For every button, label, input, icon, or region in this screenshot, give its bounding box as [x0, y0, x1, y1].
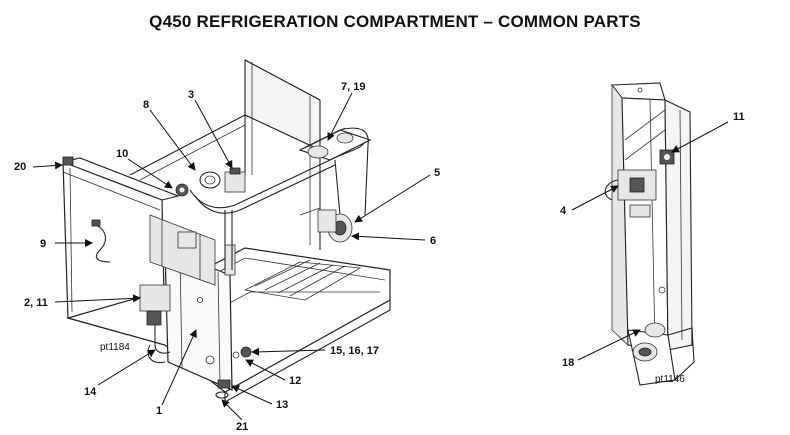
callout-12: 12: [289, 375, 301, 387]
callout-20: 20: [14, 161, 26, 173]
page-title: Q450 REFRIGERATION COMPARTMENT – COMMON …: [149, 12, 641, 31]
callout-leaders: [32, 92, 729, 421]
callout-5: 5: [434, 167, 440, 179]
callout-4: 4: [560, 205, 567, 217]
figure-ref-right: pt1146: [655, 374, 685, 385]
drip-grate: [244, 259, 362, 301]
callout-13: 13: [276, 399, 288, 411]
callout-18: 18: [562, 357, 574, 369]
callout-6: 6: [430, 235, 436, 247]
callout-8: 8: [143, 99, 149, 111]
callout-11-right: 11: [733, 111, 745, 123]
callout-14: 14: [84, 386, 97, 398]
callout-15-16-17: 15, 16, 17: [330, 345, 379, 357]
figure-ref-left: pt1184: [100, 342, 130, 353]
callout-1: 1: [156, 405, 162, 417]
callout-10: 10: [116, 148, 128, 160]
callout-3: 3: [188, 89, 194, 101]
callout-21: 21: [236, 421, 248, 433]
callout-7-19: 7, 19: [341, 81, 365, 93]
callout-2-11: 2, 11: [24, 297, 48, 309]
callout-9: 9: [40, 238, 46, 250]
right-assembly-drawing: [604, 82, 695, 386]
